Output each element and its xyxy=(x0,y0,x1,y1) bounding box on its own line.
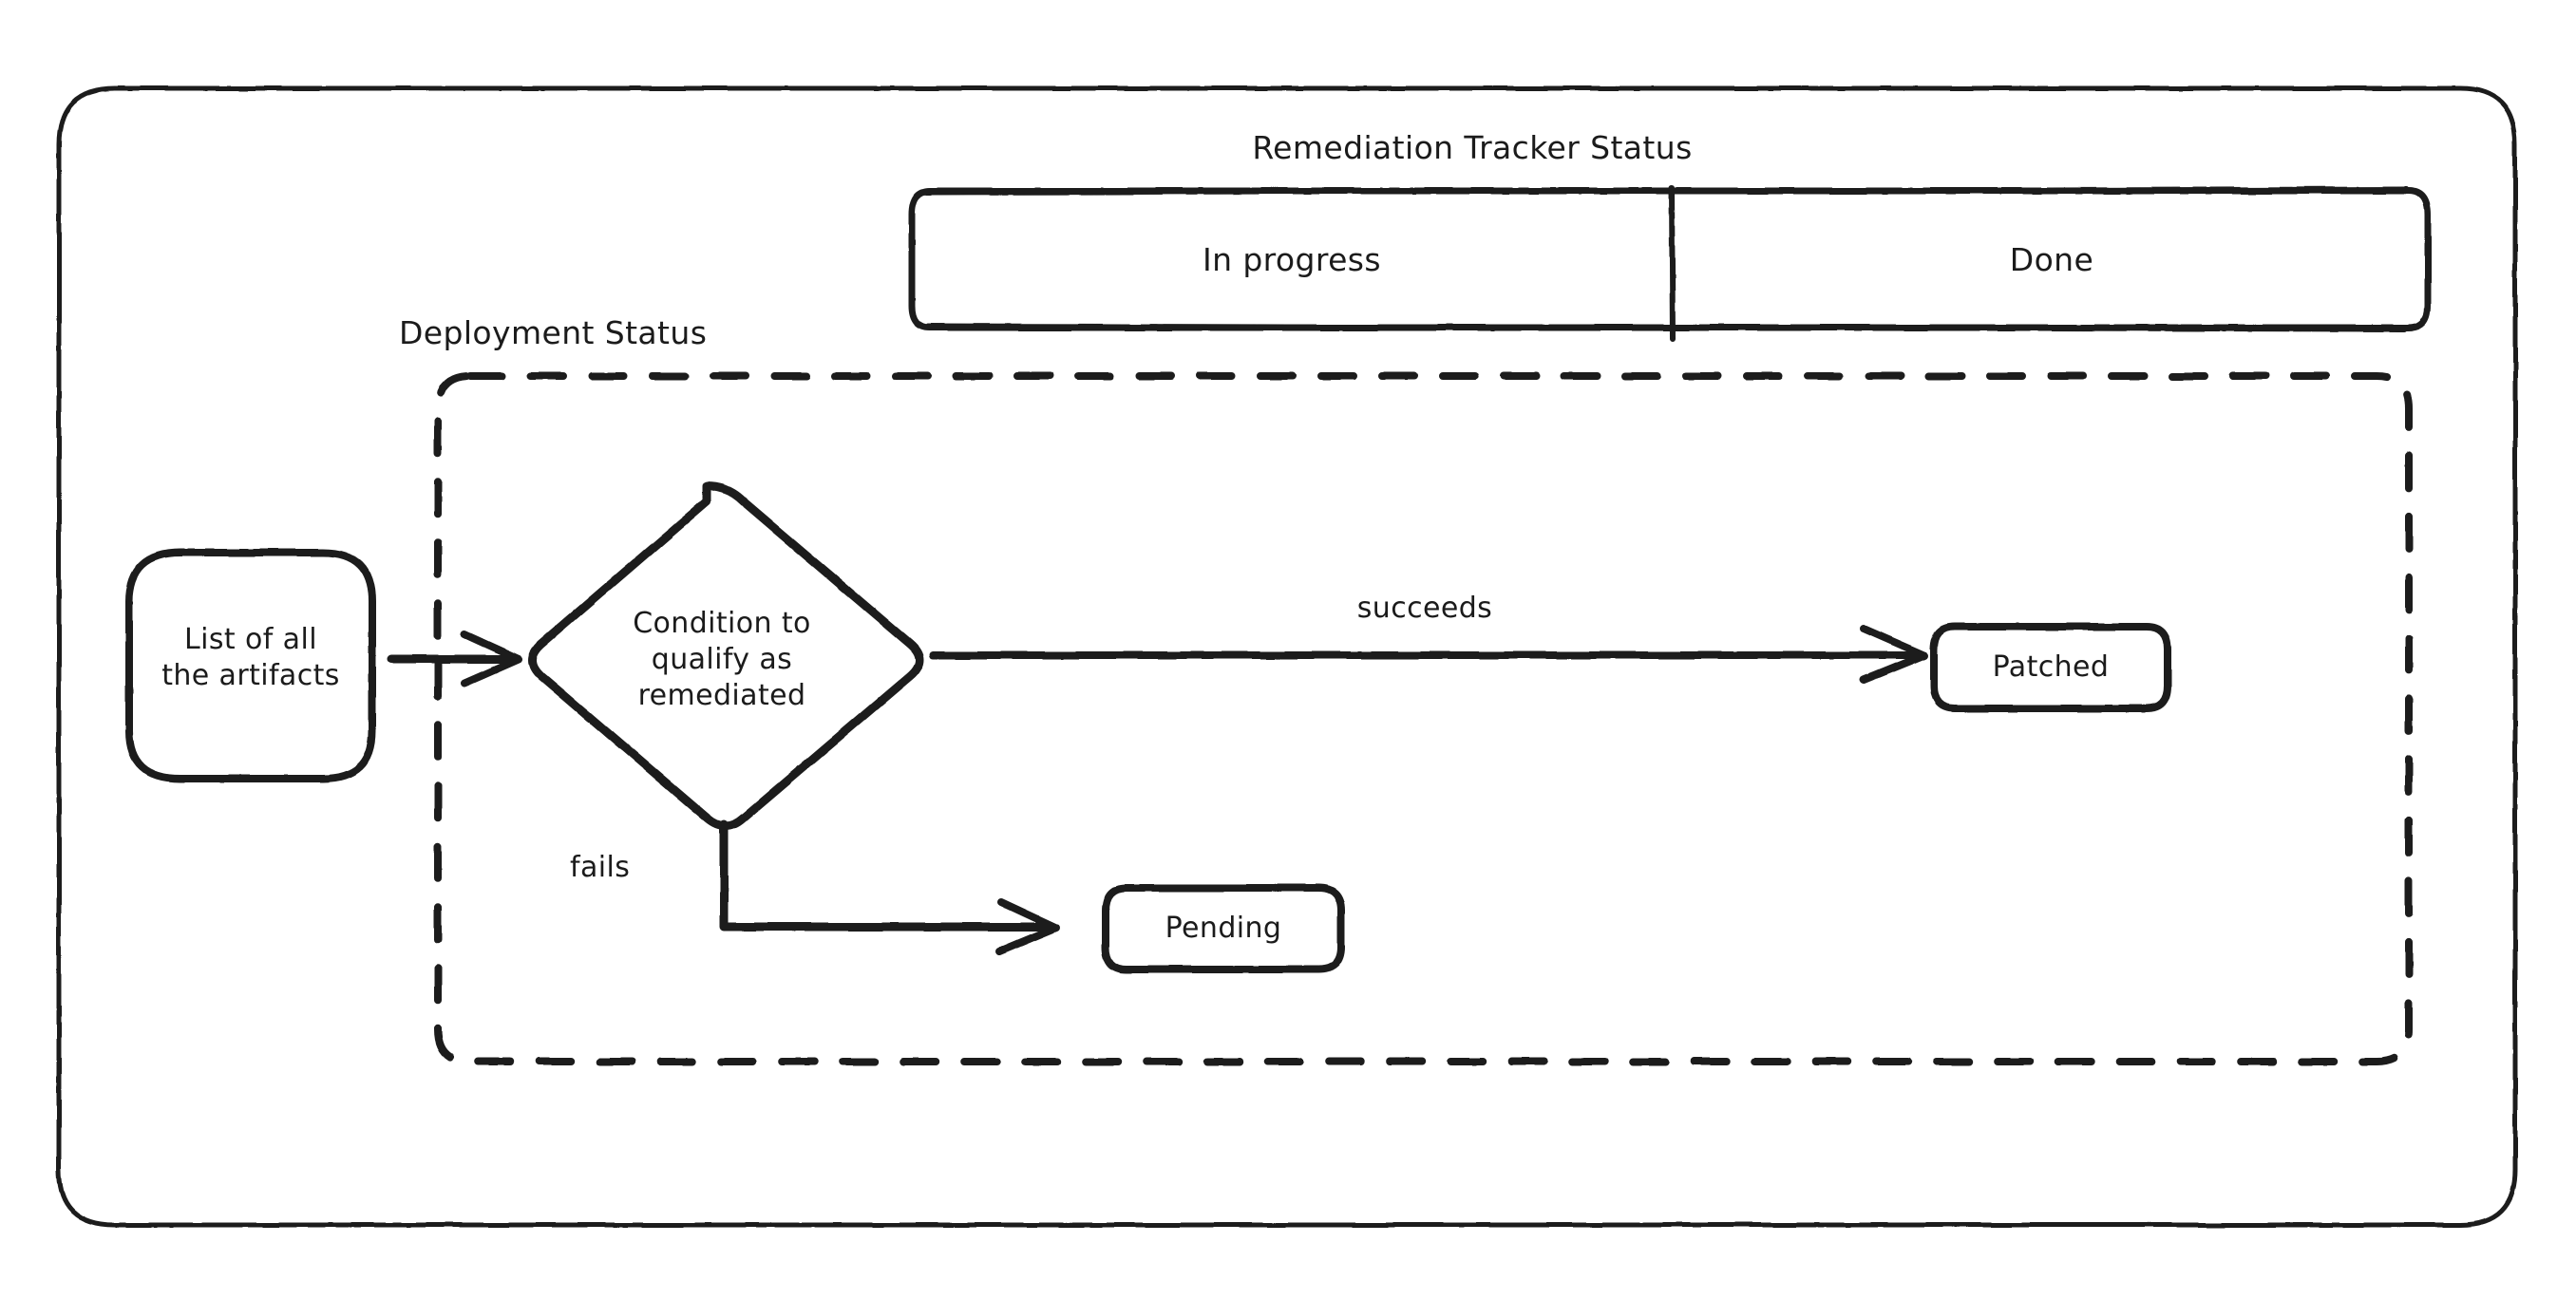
edge-decision-to-patched xyxy=(929,625,1928,684)
outer-frame xyxy=(56,85,2518,1228)
tracker-divider xyxy=(1669,185,1676,342)
edge-decision-to-pending xyxy=(719,819,1060,955)
edge-source-to-decision xyxy=(387,631,522,687)
deployment-status-group xyxy=(434,372,2413,1065)
remediation-tracker-bar xyxy=(908,186,2432,332)
node-decision-shape xyxy=(528,481,924,831)
node-patched-shape xyxy=(1930,623,2171,712)
node-pending-shape xyxy=(1102,884,1345,973)
node-source-shape xyxy=(125,549,376,782)
